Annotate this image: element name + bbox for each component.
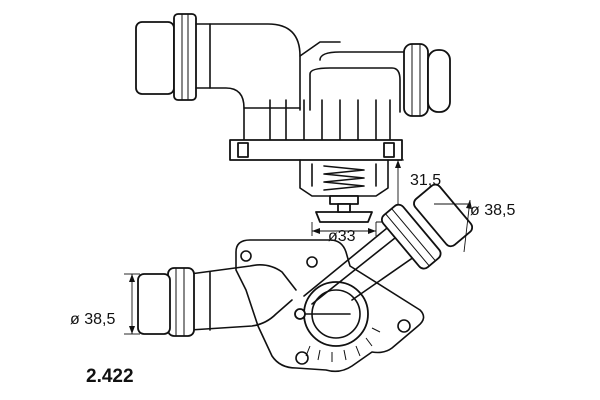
outlet-diameter-label: ø 38,5 (470, 202, 516, 219)
thermostat-stem (329, 195, 359, 205)
upper-left-pipe-end (135, 21, 175, 95)
lower-left-collar (167, 267, 195, 337)
bolt-hole-1 (240, 250, 252, 262)
part-number: 2.422 (86, 366, 134, 387)
diagonal-pipe-collar (380, 203, 442, 270)
upper-right-collar (403, 43, 429, 117)
upper-housing (135, 13, 451, 161)
lower-mounting-flange (235, 239, 425, 373)
thermostat-spring (323, 165, 365, 191)
diagonal-pipe-top (303, 223, 393, 297)
thermostat-insert (299, 159, 389, 223)
diagonal-pipe-end (413, 183, 474, 248)
outlet-diameter-dimension (434, 199, 472, 253)
upper-elbow-bottom (195, 87, 245, 143)
upper-right-pipe-end (427, 49, 451, 113)
upper-elbow-top (195, 23, 301, 111)
thermostat-diameter-label: ø33 (328, 228, 356, 245)
lower-left-pipe-top (189, 264, 297, 291)
upper-left-collar (173, 13, 197, 101)
bolt-hole-4 (397, 319, 411, 333)
inlet-diameter-label: ø 38,5 (70, 311, 116, 328)
upper-ribs (269, 99, 391, 141)
upper-flange (229, 139, 403, 161)
inlet-diameter-dimension (124, 273, 140, 335)
bolt-hole-3 (295, 351, 309, 365)
thermostat-diameter-dimension (311, 222, 377, 236)
thermostat-cage (299, 159, 389, 197)
thermostat-valve-disc (315, 211, 373, 223)
lower-housing (137, 183, 474, 373)
lower-left-pipe-end (137, 273, 171, 335)
height-label: 31,5 (410, 172, 442, 189)
upper-right-pipe (319, 51, 409, 61)
bolt-hole-2 (306, 256, 318, 268)
